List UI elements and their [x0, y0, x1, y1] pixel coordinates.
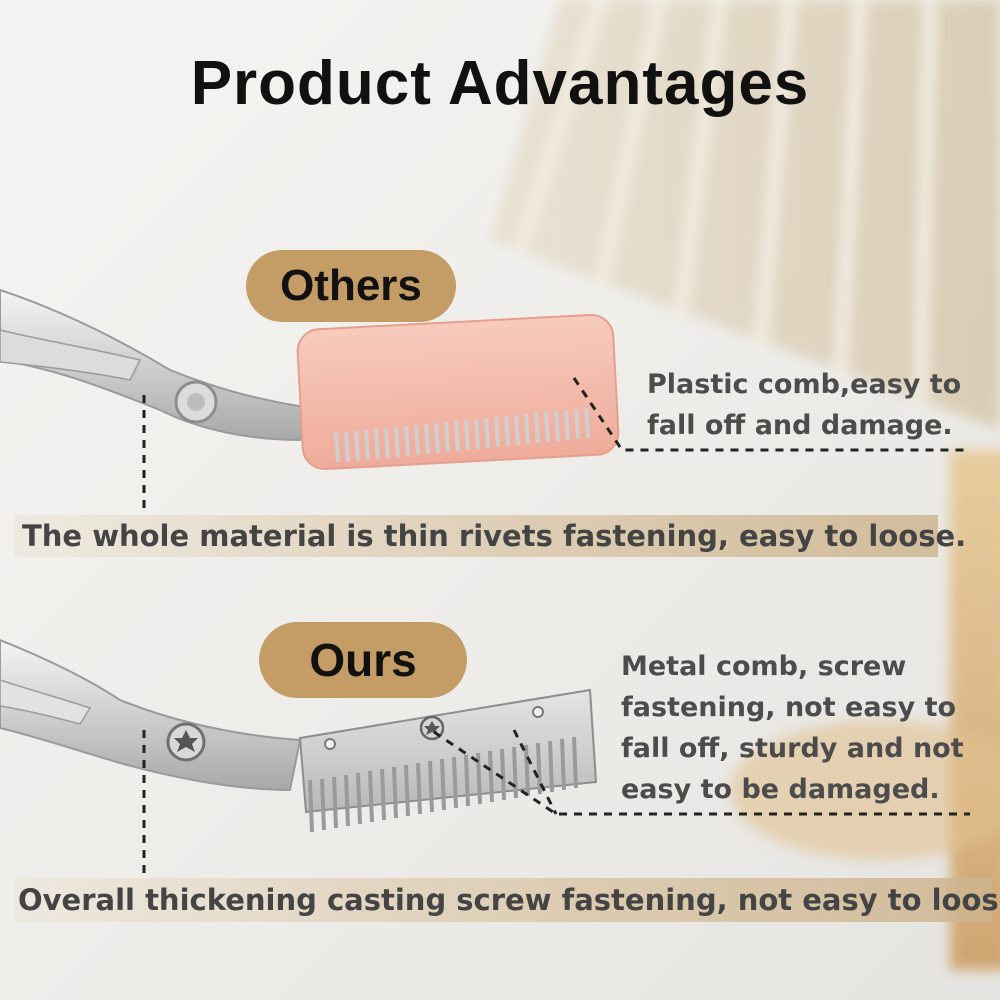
ours-label-pill: Ours [259, 622, 467, 698]
others-material-band: The whole material is thin rivets fasten… [14, 515, 966, 557]
ours-comb-note: Metal comb, screw fastening, not easy to… [621, 646, 964, 810]
ours-material-band: Overall thickening casting screw fasteni… [14, 878, 1000, 922]
others-note-line: Plastic comb,easy to [647, 369, 962, 400]
ours-note-line: fastening, not easy to [621, 692, 957, 723]
ours-note-line: easy to be damaged. [621, 774, 940, 805]
lampshade-decor [490, 0, 1000, 430]
page-title: Product Advantages [190, 49, 810, 118]
others-callout-lines [142, 377, 968, 512]
torx-screw-icon [166, 722, 206, 762]
others-tool-illustration [0, 288, 620, 471]
ours-tool-illustration [0, 638, 598, 833]
ours-callout-lines [142, 729, 970, 874]
ours-note-line: fall off, sturdy and not [621, 733, 964, 764]
others-note-line: fall off and damage. [647, 410, 953, 441]
metal-comb [298, 688, 598, 814]
ours-note-line: Metal comb, screw [621, 651, 907, 682]
others-comb-note: Plastic comb,easy to fall off and damage… [647, 364, 961, 446]
others-label-pill: Others [246, 250, 456, 322]
